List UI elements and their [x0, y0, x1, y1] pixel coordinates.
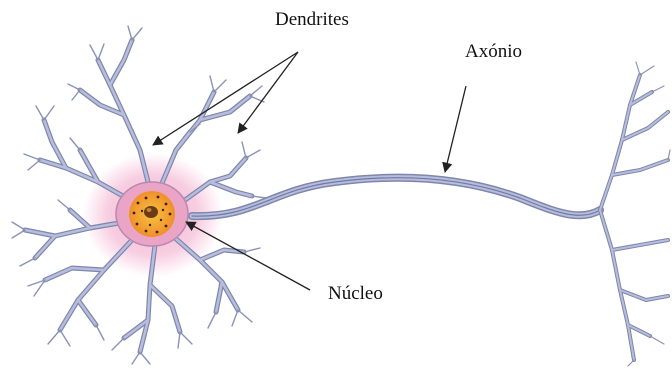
axon-terminals [600, 62, 670, 366]
nucleus-label: Núcleo [328, 284, 383, 303]
dendrite-arrow-1 [153, 52, 298, 145]
nucleolus [144, 206, 158, 218]
axon-label: Axónio [465, 42, 522, 61]
dendrite-arrow-2 [238, 52, 298, 133]
dendrites-label: Dendrites [275, 10, 349, 29]
axon-arrow [445, 86, 466, 172]
